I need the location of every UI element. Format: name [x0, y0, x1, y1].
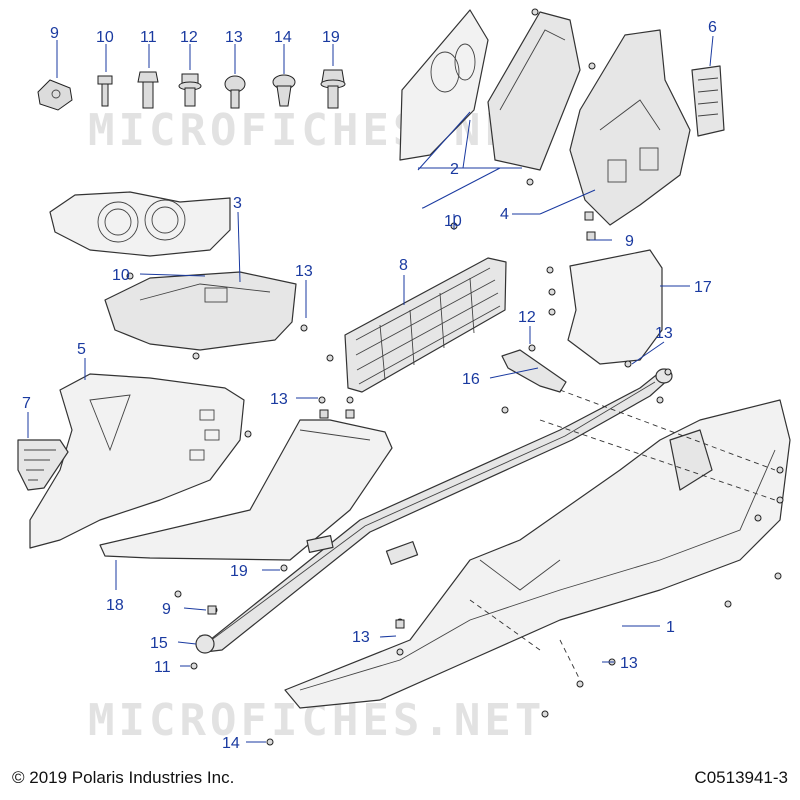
- callout-7: 7: [22, 395, 31, 412]
- lower-bumper-part-1[interactable]: [284, 399, 791, 709]
- headlight-bezel-part-3[interactable]: [49, 191, 231, 257]
- callout-5: 5: [77, 341, 86, 358]
- callout-9-lower: 9: [162, 601, 171, 618]
- callout-1: 1: [666, 619, 675, 636]
- callout-13-lower-right: 13: [620, 655, 638, 672]
- callout-6: 6: [708, 19, 717, 36]
- callout-18: 18: [106, 597, 124, 614]
- screw-part-10[interactable]: [97, 75, 113, 107]
- clip-nut-part-9[interactable]: [37, 79, 73, 111]
- tube-bumper-part-15[interactable]: [195, 368, 673, 654]
- side-panel-part-5[interactable]: [29, 373, 245, 549]
- callout-17: 17: [694, 279, 712, 296]
- callout-3: 3: [233, 195, 242, 212]
- callout-9-right: 9: [625, 233, 634, 250]
- push-rivet-part-14[interactable]: [272, 74, 296, 107]
- drawing-number: C0513941-3: [694, 768, 788, 787]
- callout-10-center: 10: [444, 213, 462, 230]
- callout-13-lower-left: 13: [352, 629, 370, 646]
- callout-10: 10: [96, 29, 114, 46]
- watermark-top: MICROFICHES.NET: [88, 105, 545, 156]
- bracket-part-16[interactable]: [501, 349, 567, 393]
- callout-9: 9: [50, 25, 59, 42]
- callout-4: 4: [500, 206, 509, 223]
- callout-14-lower: 14: [222, 735, 240, 752]
- callout-12: 12: [180, 29, 198, 46]
- hood-bracket[interactable]: [104, 271, 297, 351]
- leader-lines: [27, 35, 714, 743]
- side-panel-part-17[interactable]: [567, 249, 663, 365]
- callout-2: 2: [450, 161, 459, 178]
- callout-14: 14: [274, 29, 292, 46]
- callout-13: 13: [225, 29, 243, 46]
- headlight-bracket-part-2[interactable]: [399, 9, 581, 171]
- vent-insert-part-6[interactable]: [691, 65, 725, 137]
- assembly-line-4: [559, 639, 581, 681]
- callout-13-upper: 13: [295, 263, 313, 280]
- skid-panel-part-18[interactable]: [99, 419, 393, 561]
- vent-part-7[interactable]: [17, 439, 69, 491]
- callout-15: 15: [150, 635, 168, 652]
- callout-19: 19: [322, 29, 340, 46]
- grille-part-8[interactable]: [344, 257, 507, 393]
- hardware-row: [37, 69, 346, 111]
- bolt-part-19[interactable]: [320, 69, 346, 109]
- callout-labels: 9 10 11 12 13 14 19 6 2 4 9 3 10 13 10 8…: [22, 19, 717, 752]
- callout-16: 16: [462, 371, 480, 388]
- callout-12-right: 12: [518, 309, 536, 326]
- loose-fasteners: [126, 8, 784, 746]
- callout-19-lower: 19: [230, 563, 248, 580]
- callout-11: 11: [140, 29, 157, 46]
- callout-13-mid: 13: [270, 391, 288, 408]
- copyright-notice: © 2019 Polaris Industries Inc.: [12, 768, 235, 787]
- callout-8: 8: [399, 257, 408, 274]
- assembly-line-1: [559, 389, 776, 471]
- support-frame-part-4[interactable]: [569, 29, 691, 226]
- callout-11-lower: 11: [154, 659, 171, 676]
- flange-bolt-part-12[interactable]: [178, 73, 202, 107]
- callout-13-right: 13: [655, 325, 673, 342]
- callout-10-left: 10: [112, 267, 130, 284]
- screw-part-13[interactable]: [224, 75, 246, 109]
- bolt-part-11[interactable]: [137, 71, 159, 109]
